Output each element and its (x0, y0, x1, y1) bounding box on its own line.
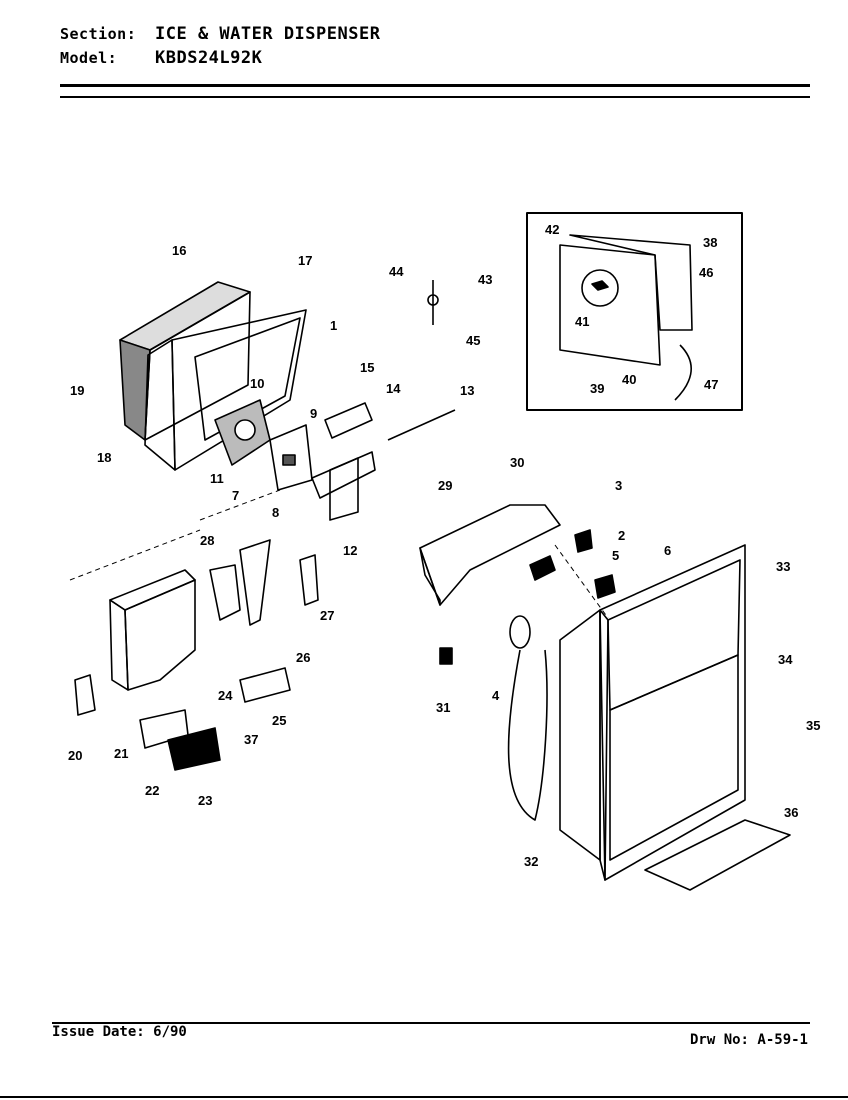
bracket-assembly (311, 280, 456, 521)
callout-21: 21 (114, 746, 128, 761)
callout-13: 13 (460, 383, 474, 398)
callout-36: 36 (784, 805, 798, 820)
callout-3: 3 (615, 478, 622, 493)
callout-2: 2 (618, 528, 625, 543)
callout-17: 17 (298, 253, 312, 268)
callout-15: 15 (360, 360, 374, 375)
section-header: Section: ICE & WATER DISPENSER (60, 24, 380, 44)
callout-41: 41 (575, 314, 589, 329)
callout-4: 4 (492, 688, 500, 703)
header-rule-thin (60, 96, 810, 98)
callout-23: 23 (198, 793, 212, 808)
callout-20: 20 (68, 748, 82, 763)
housing-assembly (119, 281, 313, 491)
callout-35: 35 (806, 718, 820, 733)
callout-26: 26 (296, 650, 310, 665)
callout-39: 39 (590, 381, 604, 396)
callout-45: 45 (466, 333, 480, 348)
callout-34: 34 (778, 652, 793, 667)
section-key: Section: (60, 25, 137, 43)
callout-5: 5 (612, 548, 619, 563)
callout-7: 7 (232, 488, 239, 503)
model-key: Model: (60, 49, 118, 67)
callout-24: 24 (218, 688, 233, 703)
callout-1: 1 (330, 318, 337, 333)
callout-11: 11 (210, 471, 224, 486)
callout-31: 31 (436, 700, 450, 715)
callout-42: 42 (545, 222, 559, 237)
callout-19: 19 (70, 383, 84, 398)
model-header: Model: KBDS24L92K (60, 48, 262, 68)
callout-46: 46 (699, 265, 713, 280)
callout-27: 27 (320, 608, 334, 623)
callout-6: 6 (664, 543, 671, 558)
callout-18: 18 (97, 450, 111, 465)
drawing-number: Drw No: A-59-1 (689, 1032, 808, 1048)
callout-8: 8 (272, 505, 279, 520)
model-value: KBDS24L92K (155, 48, 263, 68)
callout-44: 44 (389, 264, 404, 279)
callout-16: 16 (172, 243, 186, 258)
lever-assembly (74, 539, 319, 771)
guide-lines (69, 489, 609, 619)
callout-29: 29 (438, 478, 452, 493)
inset-module (526, 212, 743, 411)
callout-43: 43 (478, 272, 492, 287)
callout-10: 10 (250, 376, 264, 391)
callout-12: 12 (343, 543, 357, 558)
callout-32: 32 (524, 854, 538, 869)
header-rule-thick (60, 84, 810, 87)
issue-date: Issue Date: 6/90 (52, 1024, 187, 1040)
section-value: ICE & WATER DISPENSER (155, 24, 381, 44)
callout-37: 37 (244, 732, 258, 747)
callout-30: 30 (510, 455, 524, 470)
callout-47: 47 (704, 377, 718, 392)
callout-25: 25 (272, 713, 286, 728)
callout-40: 40 (622, 372, 636, 387)
footer-rule-bottom (0, 1096, 848, 1098)
callout-33: 33 (776, 559, 790, 574)
callout-38: 38 (703, 235, 717, 250)
dispenser-housing (419, 504, 791, 891)
callout-14: 14 (386, 381, 401, 396)
callout-22: 22 (145, 783, 159, 798)
callout-9: 9 (310, 406, 317, 421)
callout-28: 28 (200, 533, 214, 548)
footer-rule-top (52, 1022, 810, 1024)
